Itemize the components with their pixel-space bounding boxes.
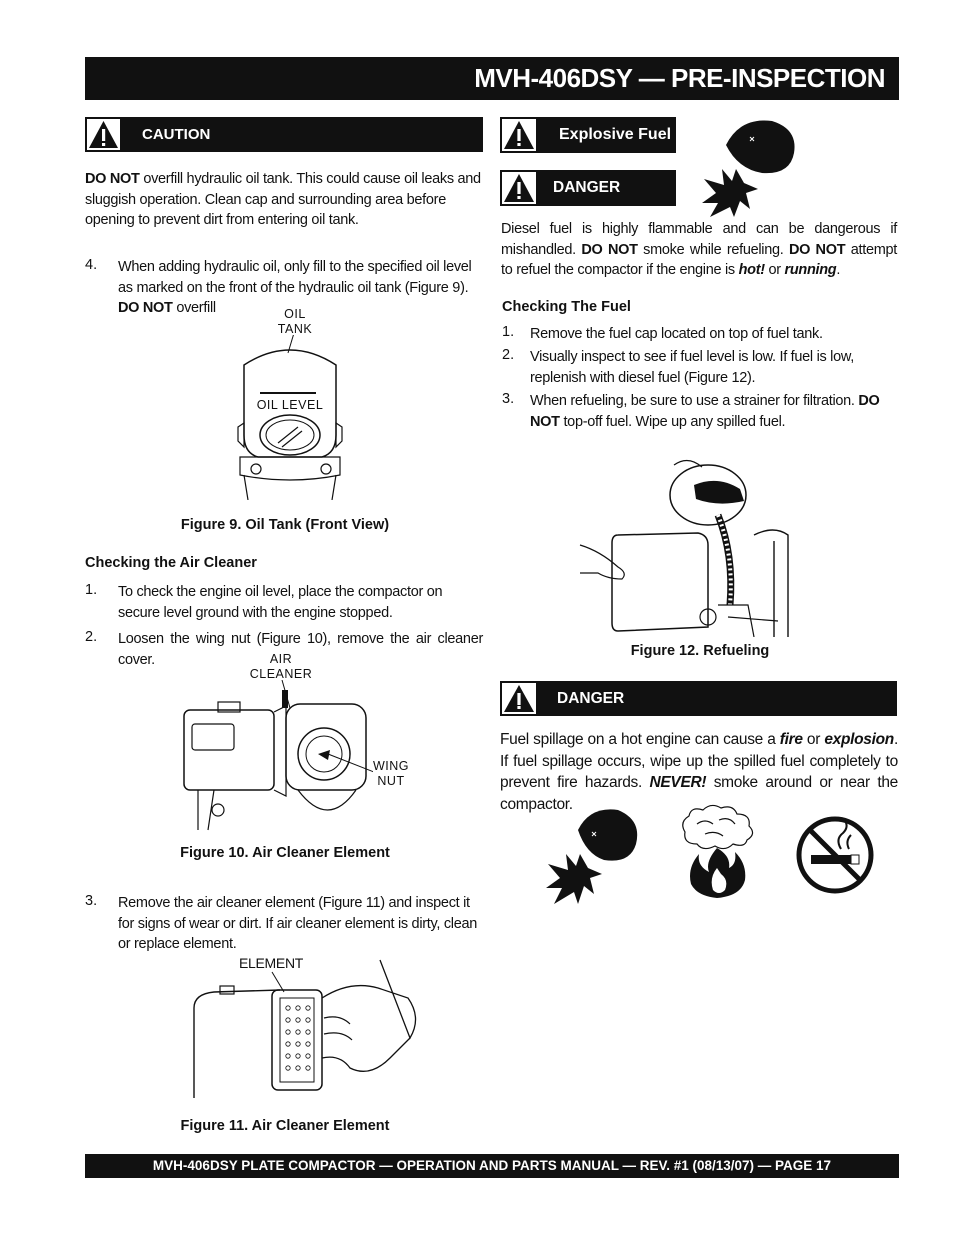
caution-box: CAUTION — [85, 117, 483, 152]
warning-triangle-icon — [87, 119, 120, 150]
caution-label: CAUTION — [142, 126, 211, 143]
explosive-fuel-label: Explosive Fuel — [559, 126, 672, 143]
fuel-item1-text: Remove the fuel cap located on top of fu… — [530, 326, 823, 342]
explosive-fuel-box: Explosive Fuel — [500, 117, 676, 153]
warning-triangle-icon — [502, 119, 536, 151]
danger-box-1: DANGER — [500, 170, 676, 206]
air-item1-number: 1. — [85, 582, 98, 598]
figure10-caption: Figure 10. Air Cleaner Element — [180, 845, 390, 861]
fuel-item3-text: When refueling, be sure to use a straine… — [530, 393, 880, 430]
air-cleaner-figure — [183, 680, 373, 831]
step4-number: 4. — [85, 257, 98, 273]
air-item1-text: To check the engine oil level, place the… — [118, 584, 443, 621]
element-label: ELEMENT — [239, 955, 304, 971]
figure9-caption: Figure 9. Oil Tank (Front View) — [180, 517, 390, 533]
step3-number: 3. — [85, 893, 98, 909]
caution-text: DO NOT overfill hydraulic oil tank. This… — [85, 171, 481, 228]
step3-text: Remove the air cleaner element (Figure 1… — [118, 895, 477, 952]
danger-box-2: DANGER — [500, 681, 897, 716]
warning-triangle-icon — [502, 172, 536, 204]
page-footer: MVH-406DSY PLATE COMPACTOR — OPERATION A… — [85, 1154, 899, 1178]
explosion-icon — [702, 120, 795, 217]
page-title: MVH-406DSY — PRE-INSPECTION — [85, 57, 899, 100]
fuel-item3-number: 3. — [502, 391, 515, 407]
air-item2-text: Loosen the wing nut (Figure 10), remove … — [118, 631, 483, 668]
step4-text: When adding hydraulic oil, only fill to … — [118, 259, 472, 316]
danger-label-2: DANGER — [557, 690, 625, 707]
air-cleaner-element-figure — [193, 959, 417, 1098]
warning-triangle-icon — [502, 683, 536, 714]
danger-label-1: DANGER — [553, 179, 621, 196]
refueling-figure — [579, 459, 789, 637]
fuel-item1-number: 1. — [502, 324, 515, 340]
oil-level-label: OIL LEVEL — [256, 398, 324, 412]
figure11-caption: Figure 11. Air Cleaner Element — [180, 1118, 390, 1134]
fire-icon — [682, 804, 754, 898]
spillage-warning-text: Fuel spillage on a hot engine can cause … — [500, 731, 898, 813]
figure12-caption: Figure 12. Refueling — [630, 643, 770, 659]
no-smoking-icon — [796, 816, 874, 894]
diesel-warning-text: Diesel fuel is highly flammable and can … — [501, 221, 897, 278]
fuel-heading: Checking The Fuel — [502, 299, 631, 315]
explosion-icon — [546, 809, 638, 904]
fuel-item2-text: Visually inspect to see if fuel level is… — [530, 349, 854, 386]
air-item2-number: 2. — [85, 629, 98, 645]
fuel-item2-number: 2. — [502, 347, 515, 363]
air-cleaner-heading: Checking the Air Cleaner — [85, 555, 257, 571]
oil-tank-figure — [237, 335, 343, 500]
